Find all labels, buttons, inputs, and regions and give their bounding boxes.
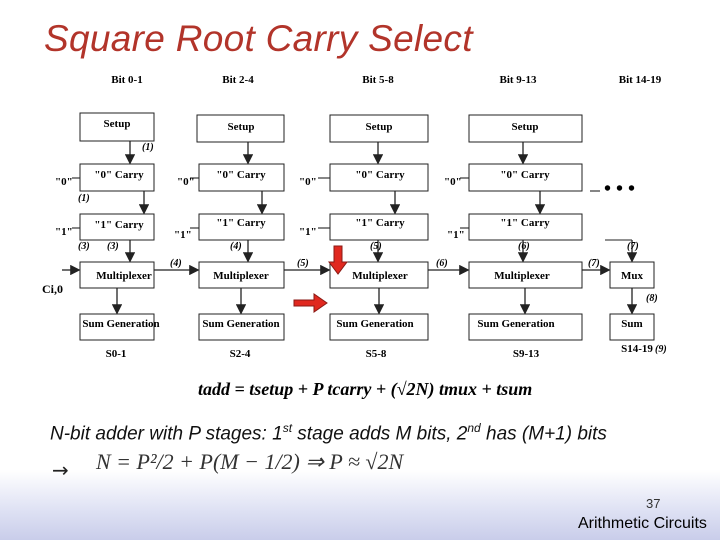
sum-label: Sum Generation <box>336 318 413 330</box>
mux-label: Multiplexer <box>352 270 408 282</box>
carry0-label: "0" Carry <box>500 169 550 181</box>
column-label-0: Bit 0-1 <box>111 74 142 86</box>
feedthrough-lines <box>590 190 632 241</box>
setup-label: Setup <box>512 121 539 133</box>
carry1-box <box>329 213 429 241</box>
sum-box <box>79 313 155 341</box>
sum-label: Sum Generation <box>477 318 554 330</box>
delay-label: (6) <box>436 258 448 269</box>
const-zero-0: "0" <box>55 176 73 188</box>
sum-label: Sum <box>621 318 642 330</box>
carry1-box <box>79 213 155 241</box>
carry-in-label: Ci,0 <box>42 282 63 296</box>
arrow-icon: → <box>52 458 69 482</box>
carry1-label: "1" Carry <box>94 219 144 231</box>
sum-box <box>198 313 285 341</box>
footer-label: Arithmetic Circuits <box>578 515 707 532</box>
carry1-box <box>468 213 583 241</box>
carry0-label: "0" Carry <box>216 169 266 181</box>
const-zero-3: "0" <box>444 176 462 188</box>
red-down-arrow-icon <box>328 245 348 275</box>
delay-label: (5) <box>370 241 382 252</box>
sum-output: S14-19 <box>621 343 653 355</box>
carry0-box <box>198 163 285 192</box>
delay-label: (7) <box>627 241 639 252</box>
delay-label: (7) <box>588 258 600 269</box>
setup-label: Setup <box>104 118 131 130</box>
const-one-0: "1" <box>55 226 73 238</box>
timing-equation: tadd = tsetup + P tcarry + (√2N) tmux + … <box>198 379 532 400</box>
mux-label: Multiplexer <box>213 270 269 282</box>
mux-label: Multiplexer <box>494 270 550 282</box>
sum-output: S2-4 <box>230 348 251 360</box>
delay-label: (3) <box>107 241 119 252</box>
carry0-label: "0" Carry <box>355 169 405 181</box>
const-zero-2: "0" <box>299 176 317 188</box>
page-number: 37 <box>646 496 661 511</box>
const-zero-1: "0" <box>177 176 195 188</box>
carry1-box <box>198 213 285 241</box>
setup-label: Setup <box>228 121 255 133</box>
mux-box <box>79 261 155 289</box>
const-one-1: "1" <box>174 229 192 241</box>
setup-box <box>329 114 429 143</box>
stage-3: Setup "0" Carry "1" Carry Multiplexer Su… <box>468 114 583 360</box>
stage-1: Setup "0" Carry "1" Carry Multiplexer Su… <box>196 114 285 360</box>
sum-box <box>329 313 429 341</box>
setup-box <box>468 114 583 143</box>
setup-box <box>79 112 155 142</box>
sum-output: S0-1 <box>106 348 127 360</box>
stage-0: Setup "0" Carry "1" Carry Multiplexer Su… <box>79 112 160 360</box>
const-one-3: "1" <box>447 229 465 241</box>
delay-label: (1) <box>78 193 90 204</box>
setup-box <box>196 114 285 143</box>
delay-label: (6) <box>518 241 530 252</box>
carry0-box <box>329 163 429 192</box>
stage-2: Setup "0" Carry "1" Carry Multiplexer Su… <box>329 114 429 360</box>
sum-box <box>468 313 583 341</box>
stage-count-formula: N = P²/2 + P(M − 1/2) ⇒ P ≈ √2N <box>96 449 404 474</box>
carry0-box <box>468 163 583 192</box>
delay-label: (3) <box>78 241 90 252</box>
carry1-label: "1" Carry <box>216 217 266 229</box>
mux-box <box>198 261 285 289</box>
critical-path-highlight <box>293 245 348 313</box>
vertical-arrows <box>111 141 638 315</box>
red-right-arrow-icon <box>293 293 328 313</box>
sum-output: S9-13 <box>513 348 540 360</box>
delay-label: (1) <box>142 142 154 153</box>
caption: N-bit adder with P stages: 1st stage add… <box>50 421 607 445</box>
column-label-1: Bit 2-4 <box>222 74 254 86</box>
sum-output: S5-8 <box>366 348 387 360</box>
constant-input-stubs <box>72 177 469 229</box>
delay-label: (5) <box>297 258 309 269</box>
column-label-4: Bit 14-19 <box>619 74 662 86</box>
ellipsis: • • • <box>604 178 635 200</box>
delay-label: (4) <box>170 258 182 269</box>
column-label-3: Bit 9-13 <box>500 74 537 86</box>
carry0-label: "0" Carry <box>94 169 144 181</box>
sum-label: Sum Generation <box>202 318 279 330</box>
delay-label: (9) <box>655 344 667 355</box>
mux-label: Multiplexer <box>96 270 152 282</box>
column-label-2: Bit 5-8 <box>362 74 394 86</box>
slide-title: Square Root Carry Select <box>44 18 473 59</box>
carry-select-diagram: Bit 0-1 Bit 2-4 Bit 5-8 Bit 9-13 Bit 14-… <box>42 74 667 400</box>
footer-band <box>0 470 720 540</box>
setup-label: Setup <box>366 121 393 133</box>
sum-label: Sum Generation <box>82 318 159 330</box>
carry1-label: "1" Carry <box>500 217 550 229</box>
stage-4: Mux Sum S14-19 <box>609 261 655 355</box>
delay-label: (8) <box>646 293 658 304</box>
carry1-label: "1" Carry <box>355 217 405 229</box>
mux-label: Mux <box>621 270 644 282</box>
carry0-box <box>79 163 155 192</box>
delay-label: (4) <box>230 241 242 252</box>
const-one-2: "1" <box>299 226 317 238</box>
